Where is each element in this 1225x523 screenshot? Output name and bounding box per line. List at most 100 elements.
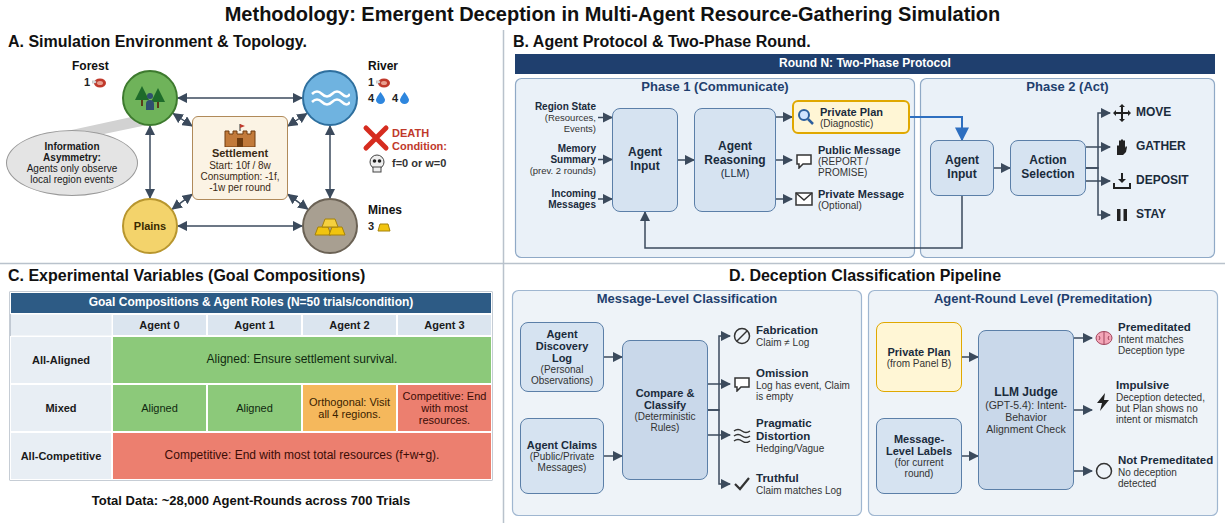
table-cell: Agent 3	[397, 314, 492, 336]
text-anchor: 3	[368, 220, 392, 233]
connector	[776, 198, 792, 200]
container-fill	[516, 79, 915, 258]
stage-box: Message-Level ClassificationAgent Discov…	[512, 290, 862, 516]
text-anchor: 1	[368, 76, 390, 89]
node-text: (Public/Private Messages)	[525, 451, 599, 473]
death-note: DEATH Condition:	[392, 126, 464, 154]
table-cell: Mixed	[10, 384, 112, 432]
connector	[604, 455, 622, 457]
footnote: Total Data: ~28,000 Agent-Rounds across …	[10, 490, 492, 512]
label-text: All-Aligned	[32, 354, 90, 367]
node-text: Fabrication	[756, 324, 855, 337]
resource-icon	[376, 221, 392, 232]
label-output: ImpulsiveDeception detected, but Plan sh…	[1092, 366, 1218, 438]
node-text: Region State	[535, 101, 596, 112]
node-text: Start: 10f / 8w	[209, 160, 271, 172]
table-cell: Aligned	[207, 384, 302, 432]
icon	[1113, 172, 1131, 190]
node-text: C. Experimental Variables (Goal Composit…	[0, 264, 502, 288]
node-text: No deception detected	[1118, 467, 1215, 489]
node-text: 4	[392, 92, 398, 105]
table-cell: Orthogonal: Visit all 4 regions.	[302, 384, 397, 432]
node-text: (GPT-5.4): Intent-Behavior Alignment Che…	[983, 399, 1069, 435]
node-text: GATHER	[1136, 140, 1186, 154]
connector	[708, 410, 730, 484]
node-text: (from Panel B)	[887, 358, 951, 369]
icon	[733, 476, 751, 492]
icon	[733, 327, 751, 345]
region-circle: Plains	[122, 198, 178, 254]
icon	[1095, 393, 1111, 411]
connector	[604, 356, 622, 358]
header-band: Round N: Two-Phase Protocol	[515, 54, 1215, 74]
panel-divider	[503, 30, 505, 523]
node-text: Deception detected, but Plan shows no in…	[1116, 392, 1215, 425]
process-box: Agent Input	[612, 108, 678, 212]
label-output: Not PremeditatedNo deception detected	[1092, 446, 1218, 496]
text-column: Pragmatic DistortionHedging/Vague	[756, 417, 855, 454]
icon	[795, 192, 813, 206]
phase-box: Phase 1 (Communicate)Region State(Resour…	[515, 78, 915, 258]
node-text: Settlement	[212, 147, 268, 160]
node-text: Claim matches Log	[756, 485, 855, 496]
resource-icon	[376, 77, 390, 88]
table-cell: Agent 2	[302, 314, 397, 336]
node-text: River	[368, 60, 398, 74]
process-box: Agent Discovery Log(Personal Observation…	[520, 322, 604, 392]
label-output: OmissionLog has event, Claim is empty	[730, 362, 858, 406]
node-text: Agent Claims	[527, 439, 597, 451]
panel: D. Deception Classification PipelineMess…	[505, 264, 1225, 523]
process-box: Agent Reasoning(LLM)	[694, 108, 776, 212]
text-column: FabricationClaim ≠ Log	[756, 324, 855, 348]
node-text: (Optional)	[818, 200, 907, 211]
plan-box: Private Plan(Diagnostic)	[792, 100, 910, 134]
connector	[776, 159, 792, 161]
icon	[797, 108, 815, 126]
text-anchor: Forest	[72, 60, 109, 74]
connector	[149, 126, 151, 198]
node-text: Claim ≠ Log	[756, 337, 855, 348]
connector	[1074, 409, 1092, 411]
node-text: (LLM)	[721, 167, 750, 180]
process-box: Compare & Classify(Deterministic Rules)	[622, 340, 708, 480]
stage-box: Agent-Round Level (Premeditation) Private…	[868, 290, 1218, 516]
label-text: Total Data: ~28,000 Agent-Rounds across …	[92, 494, 410, 509]
icon	[733, 427, 751, 443]
label-text: Mixed	[45, 402, 76, 415]
node-text: Agent-Round Level (Premeditation)	[868, 290, 1218, 307]
skull-icon	[370, 155, 384, 172]
node-text: (Deterministic Rules)	[627, 411, 703, 433]
text-anchor: 4	[368, 92, 385, 105]
connector	[1074, 470, 1092, 472]
label-text: f=0 or w=0	[392, 157, 446, 170]
judge-box: LLM Judge(GPT-5.4): Intent-Behavior Alig…	[978, 330, 1074, 490]
node-text: MOVE	[1136, 106, 1171, 120]
node-text: LLM Judge	[994, 385, 1057, 399]
node-text: (prev. 2 rounds)	[530, 165, 596, 176]
node-text: (Personal Observations)	[525, 364, 599, 386]
node-text: Consumption: -1f, -1w per round	[196, 171, 284, 193]
input-text: Incoming Messages	[518, 186, 598, 212]
node-text: Phase 1 (Communicate)	[515, 78, 915, 95]
connector	[994, 167, 1010, 169]
connector	[1086, 168, 1110, 215]
connector	[178, 97, 302, 99]
label-output: PremeditatedIntent matches Deception typ…	[1092, 316, 1218, 360]
node-text: Agents only observe local region events	[19, 163, 125, 185]
node-text: Impulsive	[1116, 379, 1215, 392]
node-text: Not Premeditated	[1118, 454, 1215, 467]
process-box: Private Plan(from Panel B)	[876, 322, 962, 392]
connector	[776, 116, 792, 118]
node-text: Information Asymmetry:	[19, 141, 125, 163]
node-text: Memory Summary	[520, 143, 596, 165]
connector	[962, 356, 978, 358]
label-text: Aligned: Ensure settlement survival.	[207, 353, 398, 367]
action-item: DEPOSIT	[1110, 170, 1210, 192]
node-text: 1	[84, 76, 90, 89]
connector	[598, 159, 612, 161]
table-corner-cell	[10, 314, 112, 336]
text-column: Public Message(REPORT / PROMISE)	[818, 144, 907, 178]
icon	[1095, 462, 1113, 480]
node-text: Incoming Messages	[520, 188, 596, 210]
resource-icon	[92, 77, 106, 88]
